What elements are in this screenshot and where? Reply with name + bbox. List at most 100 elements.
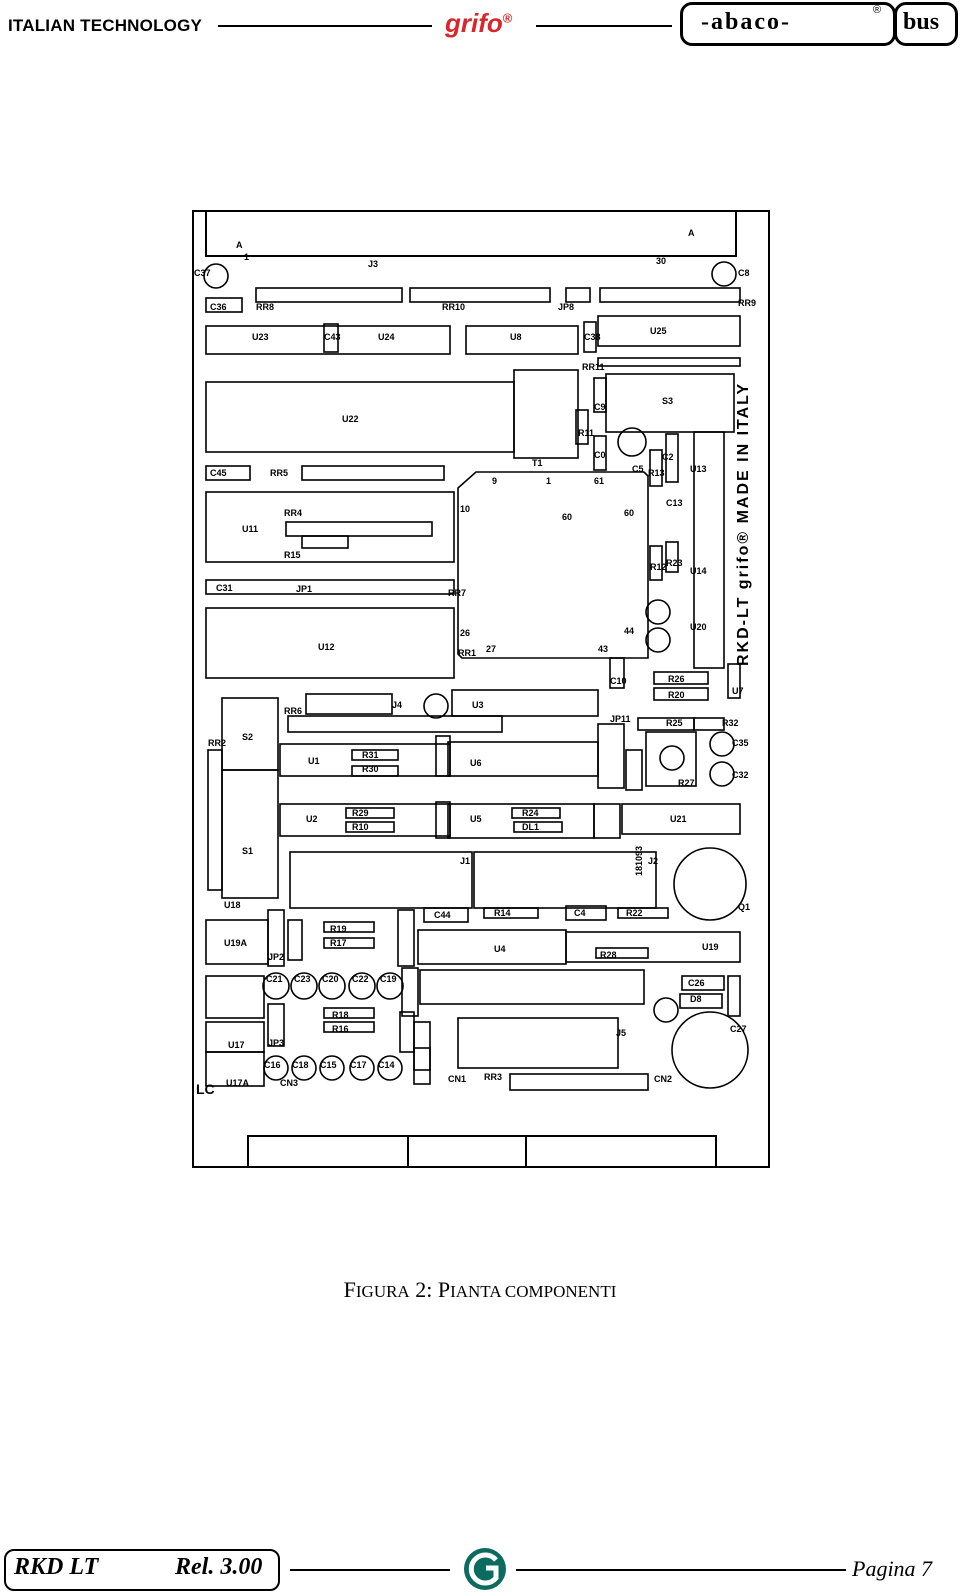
label-c20: C20	[322, 974, 339, 984]
label-j3: J3	[368, 259, 378, 269]
label-u3: U3	[472, 700, 484, 710]
label-r19: R19	[330, 924, 347, 934]
label-pin-43: 43	[598, 644, 608, 654]
label-a-left: A	[236, 240, 243, 250]
label-rr1: RR1	[458, 648, 476, 658]
label-c2: C2	[662, 452, 674, 462]
label-u2: U2	[306, 814, 318, 824]
label-u18: U18	[224, 900, 241, 910]
label-rr6: RR6	[284, 706, 302, 716]
label-u8: U8	[510, 332, 522, 342]
label-s3: S3	[662, 396, 673, 406]
component-outlines	[203, 261, 749, 1091]
label-t1: T1	[532, 458, 543, 468]
footer-rule-left	[290, 1569, 450, 1571]
label-jp11: JP11	[610, 714, 631, 724]
label-pin-44: 44	[624, 626, 634, 636]
label-u25: U25	[650, 326, 667, 336]
label-pin-9: 9	[492, 476, 497, 486]
grifo-reg-mark: ®	[502, 10, 513, 26]
label-cn2: CN2	[654, 1074, 672, 1084]
header-rule-right	[536, 25, 672, 27]
label-lc: LC	[196, 1081, 215, 1097]
header-tagline: ITALIAN TECHNOLOGY	[8, 16, 203, 35]
abaco-logo-text: -abaco-	[701, 9, 791, 35]
label-r18: R18	[332, 1010, 349, 1020]
label-c16: C16	[264, 1060, 281, 1070]
label-rr10: RR10	[442, 302, 465, 312]
label-u11: U11	[242, 524, 258, 534]
label-u6: U6	[470, 758, 482, 768]
caption-number: 2:	[409, 1277, 438, 1302]
label-rr7: RR7	[448, 588, 466, 598]
label-u4: U4	[494, 944, 506, 954]
label-r15: R15	[284, 550, 301, 560]
label-rr8: RR8	[256, 302, 274, 312]
label-c38: C38	[584, 332, 601, 342]
label-u1: U1	[308, 756, 320, 766]
label-c19: C19	[380, 974, 397, 984]
label-u13: U13	[690, 464, 707, 474]
label-r20: R20	[668, 690, 685, 700]
label-r26: R26	[668, 674, 685, 684]
label-r28: R28	[600, 950, 617, 960]
label-c32: C32	[732, 770, 749, 780]
label-u21: U21	[670, 814, 687, 824]
label-c0: C0	[594, 450, 606, 460]
label-pin-60b: 60	[562, 512, 572, 522]
label-rr3: RR3	[484, 1072, 502, 1082]
label-u19a: U19A	[224, 938, 248, 948]
abaco-logo: -abaco-	[680, 2, 896, 46]
label-rr4: RR4	[284, 508, 302, 518]
footer-rule-right	[516, 1569, 846, 1571]
caption-initial-2: P	[437, 1277, 451, 1302]
label-cn3: CN3	[280, 1078, 298, 1088]
label-c26: C26	[688, 978, 705, 988]
caption-initial: F	[343, 1277, 356, 1302]
label-jp3: JP3	[268, 1038, 284, 1048]
grifo-emblem-icon	[464, 1548, 506, 1590]
label-pin-26: 26	[460, 628, 470, 638]
label-rr11: RR11	[582, 362, 605, 372]
footer-title-box	[4, 1549, 280, 1591]
label-s1: S1	[242, 846, 253, 856]
label-rr9: RR9	[738, 298, 756, 308]
label-c37: C37	[194, 268, 211, 278]
label-c21: C21	[266, 974, 283, 984]
bus-logo-text: bus	[903, 9, 940, 35]
label-pin-60a: 60	[624, 508, 634, 518]
figure-caption: FIGURA 2: PIANTA COMPONENTI	[0, 1277, 960, 1303]
label-jp1: JP1	[296, 584, 312, 594]
label-j5: J5	[616, 1028, 626, 1038]
label-jp8: JP8	[558, 302, 574, 312]
header-rule-left	[218, 25, 432, 27]
label-r31: R31	[362, 750, 379, 760]
label-r11: R11	[578, 428, 594, 438]
label-c5: C5	[632, 464, 644, 474]
label-rr2: RR2	[208, 738, 226, 748]
label-pin-30: 30	[656, 256, 666, 266]
label-c10: C10	[610, 676, 627, 686]
label-u22: U22	[342, 414, 359, 424]
label-pin-1: 1	[244, 252, 249, 262]
footer-page-number: Pagina 7	[852, 1556, 933, 1581]
label-r10: R10	[352, 822, 369, 832]
label-j2: J2	[648, 856, 658, 866]
label-pin-61: 61	[594, 476, 604, 486]
label-c27: C27	[730, 1024, 747, 1034]
label-c23: C23	[294, 974, 311, 984]
label-r17: R17	[330, 938, 347, 948]
label-u19: U19	[702, 942, 719, 952]
label-pin-27: 27	[486, 644, 496, 654]
label-jp2: JP2	[268, 952, 284, 962]
label-j4: J4	[392, 700, 402, 710]
label-pin-1-plcc: 1	[546, 476, 551, 486]
label-r22: R22	[626, 908, 643, 918]
label-c14: C14	[378, 1060, 395, 1070]
caption-word-2: IANTA COMPONENTI	[450, 1282, 617, 1301]
label-c13: C13	[666, 498, 683, 508]
label-u23: U23	[252, 332, 269, 342]
label-r14: R14	[494, 908, 511, 918]
label-dl1: DL1	[522, 822, 539, 832]
label-code: 181093	[634, 846, 644, 876]
